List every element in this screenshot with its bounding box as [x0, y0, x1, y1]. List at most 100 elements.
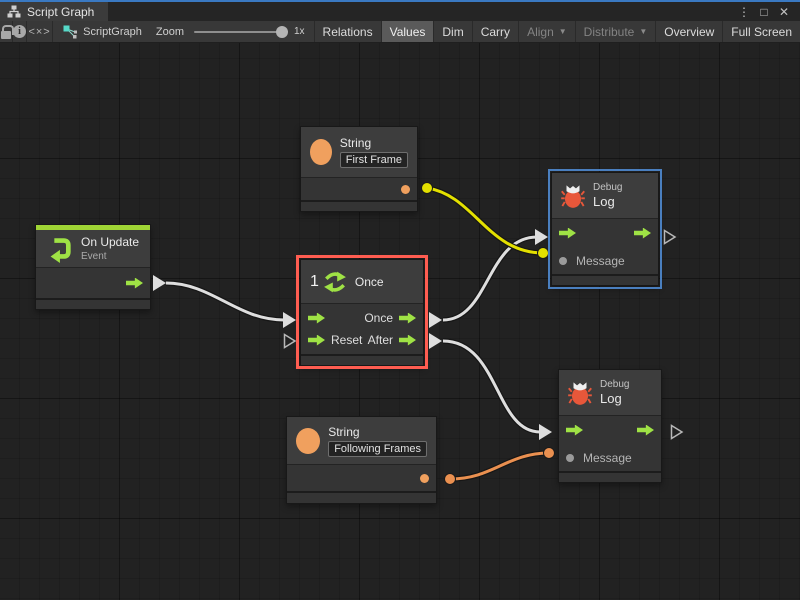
- graph-canvas[interactable]: String First Frame On Update Event: [0, 43, 800, 600]
- chevron-down-icon: ▼: [558, 27, 567, 36]
- align-dropdown[interactable]: Align ▼: [518, 21, 575, 42]
- node-footer: [287, 491, 436, 503]
- full-screen-button[interactable]: Full Screen: [722, 21, 800, 42]
- value-output-port[interactable]: [420, 473, 429, 483]
- wire-string-top-to-message[interactable]: [426, 185, 544, 256]
- zoom-label: Zoom: [155, 25, 184, 38]
- unconnected-port-triangle-reset[interactable]: [283, 333, 297, 349]
- graph-hierarchy-icon: [7, 5, 21, 18]
- graph-name-label: ScriptGraph: [83, 25, 142, 38]
- unconnected-port-triangle-debug-bottom-out[interactable]: [670, 424, 684, 440]
- script-graph-icon: [63, 25, 78, 38]
- maximize-icon[interactable]: □: [760, 4, 768, 19]
- port-label-message: Message: [583, 450, 632, 465]
- node-once-header[interactable]: 1 Once: [301, 260, 423, 304]
- wire-once-to-debug-bottom[interactable]: [442, 338, 541, 435]
- flow-output-port[interactable]: [634, 227, 651, 239]
- node-string-top[interactable]: String First Frame: [300, 126, 418, 212]
- node-debug-top-header[interactable]: Debug Log: [552, 173, 658, 219]
- dim-button[interactable]: Dim: [433, 21, 471, 42]
- once-output-port[interactable]: [399, 312, 416, 324]
- node-once[interactable]: 1 Once Once Reset After: [300, 259, 424, 366]
- flow-source-triangle-once-out2[interactable]: [429, 333, 442, 349]
- node-debug-bottom-header[interactable]: Debug Log: [559, 370, 661, 416]
- values-button[interactable]: Values: [380, 21, 434, 42]
- port-row: [36, 268, 150, 298]
- flow-arrowhead-debug-bottom-in[interactable]: [539, 424, 552, 440]
- node-string-bottom-header[interactable]: String Following Frames: [287, 417, 436, 465]
- lock-button[interactable]: [0, 21, 14, 42]
- zoom-slider-track[interactable]: [193, 25, 288, 38]
- wire-once-to-debug-top[interactable]: [442, 234, 538, 323]
- string-literal-icon: [310, 139, 332, 165]
- tab-script-graph[interactable]: Script Graph: [0, 0, 109, 21]
- info-button[interactable]: i: [13, 21, 27, 42]
- node-debug-log-bottom[interactable]: Debug Log Message: [558, 369, 662, 483]
- graph-toolbar: i <×> ScriptGraph Zoom 1x Relations Valu…: [0, 21, 800, 43]
- flow-arrowhead-debug-top-in[interactable]: [535, 229, 548, 245]
- zoom-slider-handle[interactable]: [275, 25, 288, 38]
- message-input-port[interactable]: [566, 453, 574, 462]
- flow-arrowhead-once-in[interactable]: [283, 312, 296, 328]
- wire-string-bottom-to-message[interactable]: [449, 450, 550, 482]
- flow-output-port[interactable]: [637, 424, 654, 436]
- node-footer: [36, 298, 150, 309]
- window-controls: ⋮ □ ✕: [736, 0, 800, 21]
- tab-title: Script Graph: [27, 4, 95, 19]
- node-on-update-header[interactable]: On Update Event: [36, 230, 150, 268]
- zoom-value: 1x: [293, 26, 305, 37]
- kebab-menu-icon[interactable]: ⋮: [738, 4, 750, 19]
- port-label-reset: Reset: [331, 333, 363, 347]
- node-title: On Update: [81, 235, 140, 249]
- node-footer: [559, 471, 661, 482]
- distribute-dropdown[interactable]: Distribute ▼: [574, 21, 656, 42]
- relations-button[interactable]: Relations: [313, 21, 381, 42]
- port-row: Message: [559, 444, 661, 471]
- flow-input-port[interactable]: [308, 312, 325, 324]
- port-row: [552, 219, 658, 247]
- node-title: Log: [600, 391, 622, 406]
- close-icon[interactable]: ✕: [778, 4, 790, 19]
- node-string-bottom[interactable]: String Following Frames: [286, 416, 437, 504]
- after-output-port[interactable]: [399, 334, 416, 346]
- on-update-loop-icon: [50, 237, 71, 263]
- string-value-input[interactable]: First Frame: [339, 152, 408, 168]
- wire-endpoint-yellow-target[interactable]: [537, 247, 549, 259]
- value-output-port[interactable]: [401, 184, 410, 194]
- wire-endpoint-yellow-source[interactable]: [421, 182, 433, 194]
- flow-source-triangle-onupdate[interactable]: [153, 275, 166, 291]
- lock-icon: [0, 24, 14, 39]
- node-footer: [301, 354, 423, 365]
- edit-code-button[interactable]: <×>: [27, 21, 54, 42]
- node-title: String: [328, 424, 360, 439]
- focus-indicator-line: [0, 0, 800, 2]
- wire-onupdate-to-once[interactable]: [165, 280, 285, 323]
- toolbar-buttons: Relations Values Dim Carry Align ▼ Distr…: [313, 21, 800, 42]
- graph-breadcrumb[interactable]: ScriptGraph: [63, 21, 142, 42]
- flow-source-triangle-once-out1[interactable]: [429, 312, 442, 328]
- flow-input-port[interactable]: [559, 227, 576, 239]
- event-color-bar: [36, 225, 150, 230]
- zoom-slider[interactable]: [193, 21, 288, 42]
- string-value-input[interactable]: Following Frames: [328, 440, 427, 457]
- node-subtitle: Event: [81, 251, 107, 262]
- flow-output-port[interactable]: [126, 277, 143, 289]
- unconnected-port-triangle-debug-top-out[interactable]: [663, 229, 677, 245]
- wire-endpoint-orange-source[interactable]: [444, 473, 456, 485]
- overview-button[interactable]: Overview: [655, 21, 722, 42]
- node-debug-log-top[interactable]: Debug Log Message: [551, 172, 659, 286]
- reset-input-port[interactable]: [308, 334, 325, 346]
- node-string-top-header[interactable]: String First Frame: [301, 127, 417, 178]
- port-row: [287, 465, 436, 491]
- carry-button[interactable]: Carry: [471, 21, 518, 42]
- flow-input-port[interactable]: [566, 424, 583, 436]
- port-label-once: Once: [364, 311, 393, 325]
- node-on-update[interactable]: On Update Event: [35, 224, 151, 310]
- port-row: Message: [552, 247, 658, 274]
- node-title: String: [339, 136, 372, 150]
- once-cycle-icon: [323, 271, 346, 292]
- debug-bug-icon: [568, 381, 592, 405]
- message-input-port[interactable]: [559, 256, 567, 265]
- wire-endpoint-orange-target[interactable]: [543, 447, 555, 459]
- node-surtitle: Debug: [600, 379, 630, 390]
